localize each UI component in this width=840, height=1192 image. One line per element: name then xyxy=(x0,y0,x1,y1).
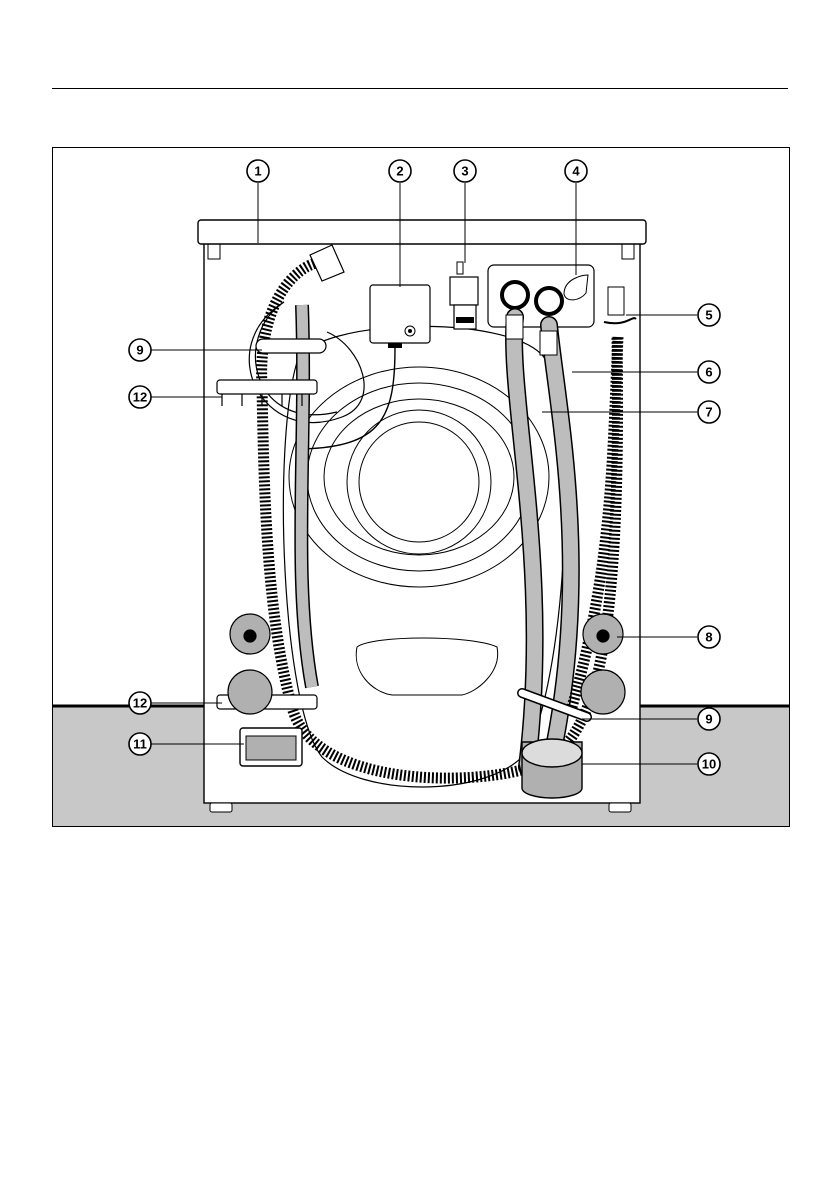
svg-text:8: 8 xyxy=(705,630,712,645)
svg-text:4: 4 xyxy=(572,164,580,179)
hose-bracket-top xyxy=(256,339,326,353)
svg-text:9: 9 xyxy=(705,712,712,727)
machine-rear-view-diagram: 1 2 3 4 5 6 7 8 9 9 10 11 xyxy=(52,147,790,827)
callout-4: 4 xyxy=(565,160,587,182)
svg-text:7: 7 xyxy=(705,405,712,420)
svg-text:3: 3 xyxy=(461,164,468,179)
svg-text:10: 10 xyxy=(702,757,716,772)
callout-12-top: 12 xyxy=(129,386,151,408)
svg-text:5: 5 xyxy=(705,308,712,323)
foot-left xyxy=(210,803,232,812)
callout-10: 10 xyxy=(698,753,720,775)
callout-11: 11 xyxy=(129,733,151,755)
svg-text:9: 9 xyxy=(136,343,143,358)
drain-outlet xyxy=(522,739,582,798)
svg-text:11: 11 xyxy=(133,737,147,752)
callout-7: 7 xyxy=(698,401,720,423)
callout-5: 5 xyxy=(698,304,720,326)
callout-9-right: 9 xyxy=(698,708,720,730)
callout-2: 2 xyxy=(389,160,411,182)
callout-9-left: 9 xyxy=(129,339,151,361)
callout-1: 1 xyxy=(247,160,269,182)
svg-text:12: 12 xyxy=(133,696,147,711)
callout-12-bottom: 12 xyxy=(129,692,151,714)
svg-text:2: 2 xyxy=(396,164,403,179)
foot-right xyxy=(609,803,631,812)
svg-text:1: 1 xyxy=(254,164,261,179)
filter-cover xyxy=(240,728,302,766)
svg-text:12: 12 xyxy=(133,390,147,405)
callout-3: 3 xyxy=(454,160,476,182)
svg-text:6: 6 xyxy=(705,365,712,380)
callout-6: 6 xyxy=(698,361,720,383)
inlet-panel xyxy=(488,265,594,327)
header-rule xyxy=(52,88,788,89)
lid-edge xyxy=(198,220,646,244)
callout-8: 8 xyxy=(698,626,720,648)
